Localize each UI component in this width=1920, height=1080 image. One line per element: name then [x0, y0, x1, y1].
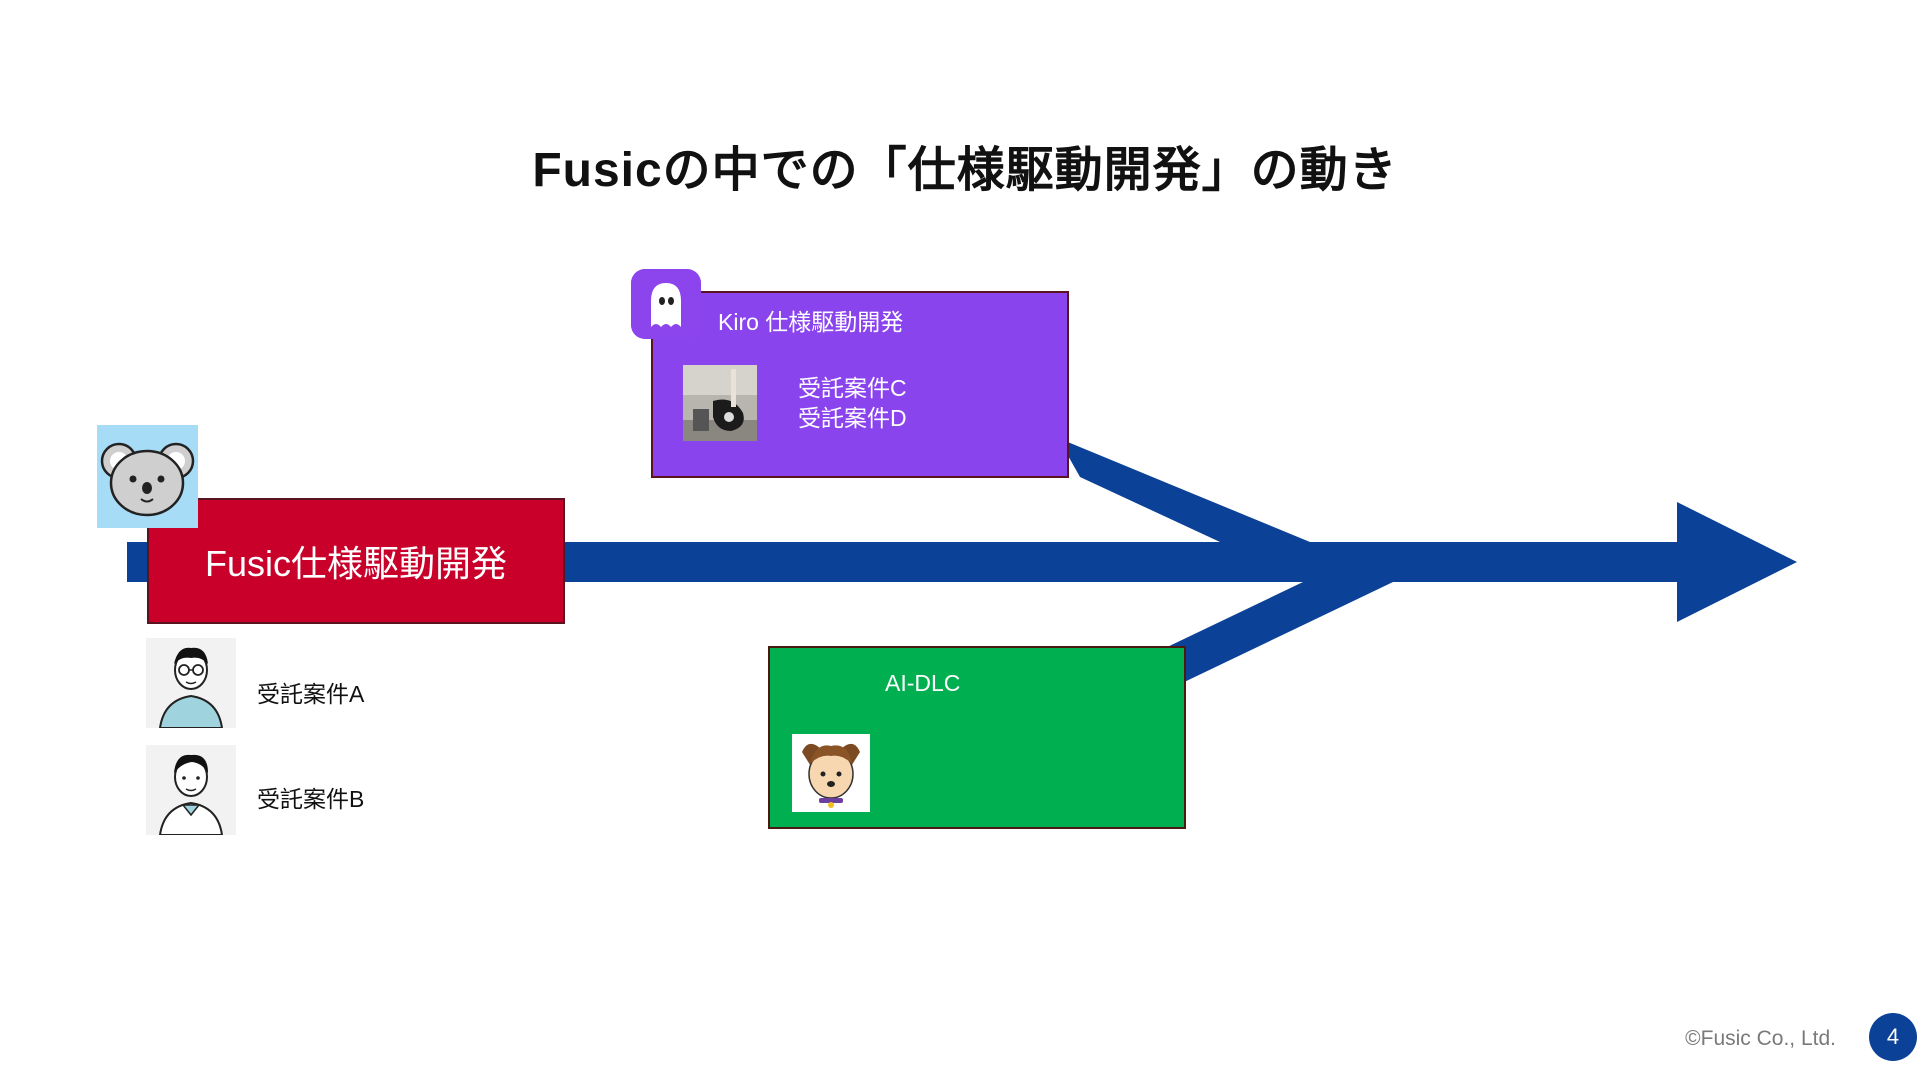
footer-copyright: ©Fusic Co., Ltd. — [1685, 1027, 1836, 1050]
case-c-label: 受託案件C — [798, 375, 907, 401]
case-b-label: 受託案件B — [257, 786, 365, 812]
case-d-label: 受託案件D — [798, 405, 907, 431]
kiro-label: Kiro 仕様駆動開発 — [718, 309, 904, 335]
kiro-cases: 受託案件C 受託案件D — [798, 373, 907, 433]
ghost-app-icon — [631, 269, 701, 339]
person-glasses-avatar — [146, 638, 236, 728]
aidlc-box: AI-DLC — [768, 646, 1186, 829]
kiro-box: Kiro 仕様駆動開発 受託案件C 受託案件D — [651, 291, 1069, 478]
aidlc-label: AI-DLC — [885, 670, 961, 696]
main-arrow-head — [1677, 502, 1797, 622]
case-a-label: 受託案件A — [257, 681, 365, 707]
aidlc-merge-arrow — [1161, 582, 1393, 685]
fusic-box: Fusic仕様駆動開発 — [147, 498, 565, 624]
dog-avatar-icon — [792, 734, 870, 812]
koala-icon — [97, 425, 198, 528]
page-number-badge: 4 — [1869, 1013, 1917, 1061]
page-title: Fusicの中での「仕様駆動開発」の動き — [532, 144, 1398, 197]
guitar-photo-icon — [683, 365, 757, 441]
fusic-label: Fusic仕様駆動開発 — [204, 543, 507, 584]
person-avatar — [146, 745, 236, 835]
kiro-merge-arrow — [1058, 438, 1310, 542]
